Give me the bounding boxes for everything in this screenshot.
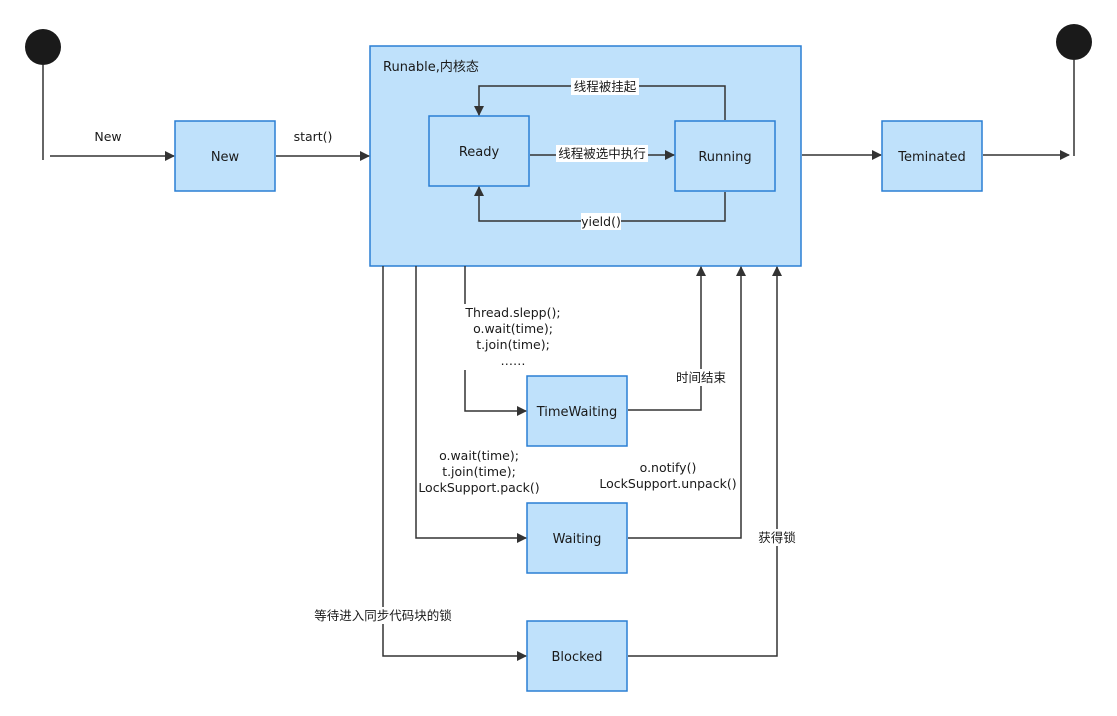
edge-waiting-return-label-2: LockSupport.unpack() (599, 476, 736, 491)
state-new-label: New (211, 150, 240, 165)
edge-to-waiting-label-3: LockSupport.pack() (418, 480, 539, 495)
edge-to-blocked (382, 266, 527, 661)
edge-to-waiting-label-1: o.wait(time); (439, 448, 519, 463)
state-waiting-label: Waiting (553, 532, 602, 547)
edge-blocked-return-label-bg (755, 529, 799, 546)
state-ready-label: Ready (459, 145, 500, 160)
state-waiting (526, 502, 628, 574)
state-time-waiting (526, 375, 628, 447)
runnable-container-title: Runable,内核态 (383, 59, 479, 75)
state-terminated (881, 120, 983, 192)
state-time-waiting-label: TimeWaiting (536, 405, 618, 420)
state-blocked-label: Blocked (552, 650, 603, 665)
edge-to-time-waiting-label-4: …… (501, 353, 526, 368)
edge-to-time-waiting-label-bg (464, 304, 564, 370)
final-state-dot (1056, 24, 1092, 60)
state-running (674, 120, 776, 192)
edge-to-waiting-label-bg (417, 447, 541, 497)
state-ready (428, 115, 530, 187)
edge-to-time-waiting-label-1: Thread.slepp(); (464, 305, 560, 320)
state-blocked (526, 620, 628, 692)
edge-blocked-return-label: 获得锁 (758, 530, 796, 545)
edge-to-blocked-label: 等待进入同步代码块的锁 (314, 608, 452, 623)
edge-new-to-runnable-label: start() (294, 129, 333, 144)
state-terminated-label: Teminated (897, 150, 966, 165)
edge-ready-to-running-label: 线程被选中执行 (558, 146, 646, 161)
edge-waiting-return-label-1: o.notify() (640, 460, 697, 475)
edge-initial-to-new-label: New (94, 129, 121, 144)
edge-ready-to-running-label-bg (556, 145, 648, 162)
edge-to-time-waiting-label-2: o.wait(time); (473, 321, 553, 336)
edge-running-to-ready-yield-label: yield() (581, 214, 621, 229)
edge-time-waiting-return-label: 时间结束 (676, 370, 727, 385)
edge-running-to-ready-suspend-label: 线程被挂起 (574, 79, 637, 94)
edge-blocked-return (628, 266, 782, 657)
edge-time-waiting-return-label-bg (672, 369, 730, 386)
edge-waiting-return (628, 266, 746, 539)
edge-to-waiting-label-2: t.join(time); (442, 464, 516, 479)
edge-to-time-waiting-label-3: t.join(time); (476, 337, 550, 352)
state-running-label: Running (698, 150, 751, 165)
state-new (174, 120, 276, 192)
edge-running-to-ready-yield-label-bg (581, 213, 621, 230)
edge-waiting-return-label-bg (598, 459, 738, 493)
edge-to-blocked-label-bg (310, 607, 458, 624)
edge-to-waiting (415, 266, 527, 543)
initial-state-dot (25, 29, 61, 65)
edge-running-to-ready-suspend-label-bg (571, 78, 639, 95)
edge-time-waiting-return (628, 266, 706, 411)
